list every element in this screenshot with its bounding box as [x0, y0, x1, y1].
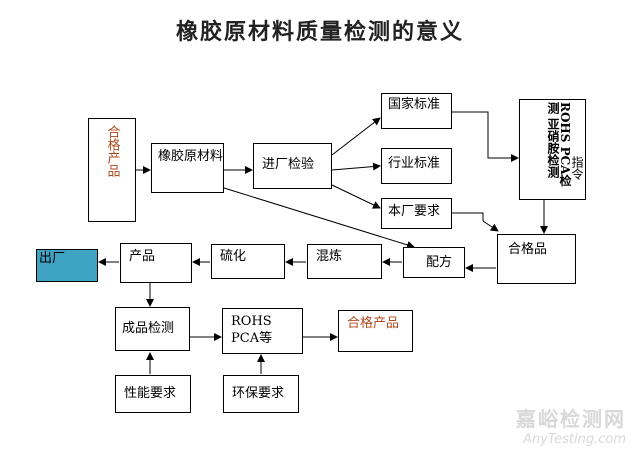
performance-requirement-label: 性能要求: [124, 386, 177, 401]
national-standard-label: 国家标准: [388, 97, 441, 112]
watermark-en: AnyTesting.com: [522, 432, 626, 447]
vulcanization-box: 硫化: [211, 244, 285, 279]
final-inspection-label: 成品检测: [122, 321, 175, 336]
qualified-product-right-label: 合格产品: [347, 316, 400, 331]
shipment-box: 出厂: [36, 249, 98, 282]
arrow-inspection-to-industry: [331, 162, 381, 171]
mixing-label: 混炼: [316, 249, 343, 264]
qualified-product-right-box: 合格产品: [338, 310, 413, 352]
arrow-material-to-formula: [223, 187, 415, 249]
watermark: 嘉峪检测网 AnyTesting.com: [516, 403, 626, 447]
rohs-pca-etc-box: ROHS PCA等: [222, 308, 303, 354]
rohs-pca-test-box: ROHS PCA检测 亚硝胺检测 指令: [519, 99, 586, 200]
formula-box: 配方: [403, 247, 465, 278]
rubber-material-label: 橡胶原材料: [158, 149, 224, 164]
final-inspection-box: 成品检测: [115, 307, 190, 351]
rohs-pca-etc-label: ROHS PCA等: [231, 314, 273, 346]
formula-label: 配方: [426, 255, 453, 270]
arrow-inspection-to-factory: [331, 184, 381, 209]
national-standard-box: 国家标准: [381, 93, 452, 129]
qualified-product-left-label: 合格产品: [104, 125, 120, 177]
qualified-product-box: 合格品: [497, 234, 576, 284]
incoming-inspection-box: 进厂检验: [253, 143, 332, 189]
environmental-requirement-box: 环保要求: [223, 375, 299, 413]
environmental-requirement-label: 环保要求: [232, 386, 285, 401]
product-label: 产品: [129, 249, 156, 264]
rohs-pca-test-label: ROHS PCA检测 亚硝胺检测: [546, 102, 572, 187]
incoming-inspection-label: 进厂检验: [262, 157, 315, 172]
arrow-standards-to-rohs: [452, 111, 519, 162]
mixing-box: 混炼: [307, 244, 382, 279]
performance-requirement-box: 性能要求: [115, 375, 191, 413]
product-box: 产品: [120, 243, 192, 283]
arrow-factory-to-qualified: [452, 212, 499, 232]
industry-standard-box: 行业标准: [381, 148, 452, 184]
arrow-inspection-to-national: [331, 117, 381, 156]
diagram-title: 橡胶原材料质量检测的意义: [175, 20, 464, 45]
qualified-product-label: 合格品: [508, 242, 548, 257]
industry-standard-label: 行业标准: [388, 156, 441, 171]
rohs-directive-label: 指令: [570, 156, 584, 180]
vulcanization-label: 硫化: [220, 249, 247, 264]
watermark-cn: 嘉峪检测网: [516, 407, 626, 431]
shipment-label: 出厂: [39, 251, 66, 266]
rubber-material-box: 橡胶原材料: [151, 143, 224, 193]
factory-requirement-box: 本厂要求: [381, 198, 452, 229]
qualified-product-left-box: 合格产品: [88, 118, 136, 222]
factory-requirement-label: 本厂要求: [388, 204, 441, 219]
